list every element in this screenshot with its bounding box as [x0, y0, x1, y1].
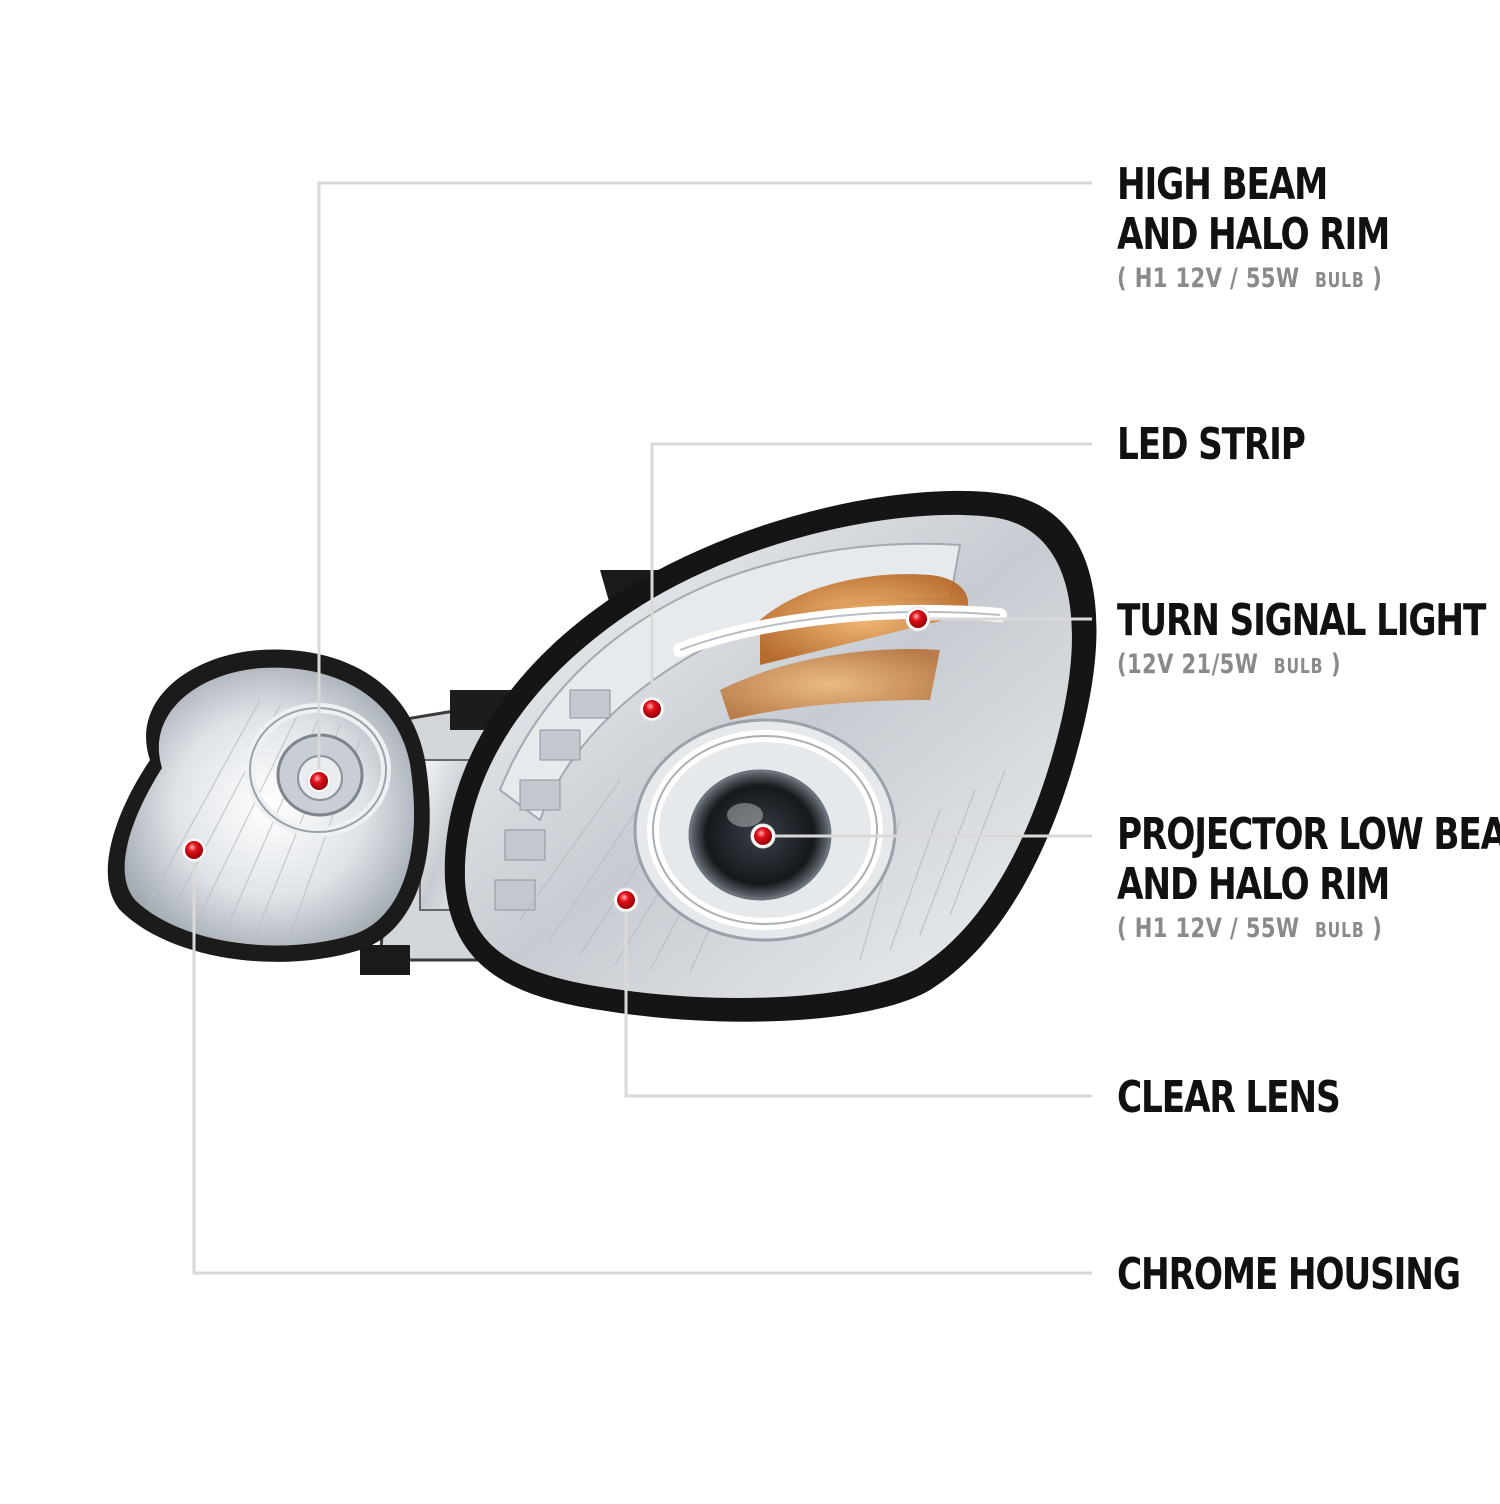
- marker-dot-high-beam: [306, 768, 332, 794]
- callout-turn-signal: TURN SIGNAL LIGHT (12V 21/5W BULB ): [1117, 595, 1486, 685]
- callout-title-line: TURN SIGNAL LIGHT: [1117, 595, 1486, 646]
- spec-main: (12V 21/5W: [1117, 649, 1259, 680]
- leader-line-high-beam: [317, 181, 1092, 781]
- leader-line-led-strip: [650, 442, 1092, 709]
- marker-dots: [181, 606, 931, 913]
- spec-end: ): [1364, 913, 1383, 944]
- callout-led-strip: LED STRIP: [1117, 419, 1306, 470]
- callout-clear-lens: CLEAR LENS: [1117, 1072, 1341, 1123]
- spec-bulb: BULB: [1273, 654, 1324, 678]
- callout-spec: ( H1 12V / 55W BULB ): [1117, 260, 1389, 299]
- callout-title-line: HIGH BEAM: [1117, 159, 1328, 210]
- marker-dot-projector-low-beam: [750, 823, 776, 849]
- spec-bulb: BULB: [1314, 918, 1365, 942]
- spec-end: ): [1323, 649, 1342, 680]
- callout-title-line: AND HALO RIM: [1117, 859, 1390, 910]
- callout-high-beam: HIGH BEAM AND HALO RIM ( H1 12V / 55W BU…: [1117, 159, 1390, 299]
- callout-title-line: PROJECTOR LOW BEAM: [1117, 809, 1500, 860]
- callout-spec: ( H1 12V / 55W BULB ): [1117, 910, 1500, 949]
- callout-title-line: CLEAR LENS: [1117, 1072, 1341, 1123]
- spec-main: ( H1 12V / 55W: [1117, 263, 1300, 294]
- callout-chrome-housing: CHROME HOUSING: [1117, 1249, 1461, 1300]
- main-headlight-lamp: [444, 490, 1097, 1022]
- leader-lines: [192, 181, 1092, 1275]
- marker-dot-chrome-housing: [181, 837, 207, 863]
- spec-end: ): [1364, 263, 1383, 294]
- spec-bulb: BULB: [1314, 268, 1365, 292]
- callout-spec: (12V 21/5W BULB ): [1117, 646, 1485, 685]
- callout-title-line: AND HALO RIM: [1117, 209, 1390, 260]
- spec-main: ( H1 12V / 55W: [1117, 913, 1300, 944]
- marker-dot-turn-signal: [905, 606, 931, 632]
- high-beam-lamp: [107, 649, 430, 962]
- callout-projector-low-beam: PROJECTOR LOW BEAM AND HALO RIM ( H1 12V…: [1117, 810, 1500, 949]
- leader-line-chrome-housing: [192, 850, 1092, 1275]
- marker-dot-clear-lens: [613, 887, 639, 913]
- callout-title-line: LED STRIP: [1117, 419, 1306, 470]
- leader-line-clear-lens: [624, 900, 1092, 1098]
- callout-title-line: CHROME HOUSING: [1117, 1249, 1461, 1300]
- marker-dot-led-strip: [639, 696, 665, 722]
